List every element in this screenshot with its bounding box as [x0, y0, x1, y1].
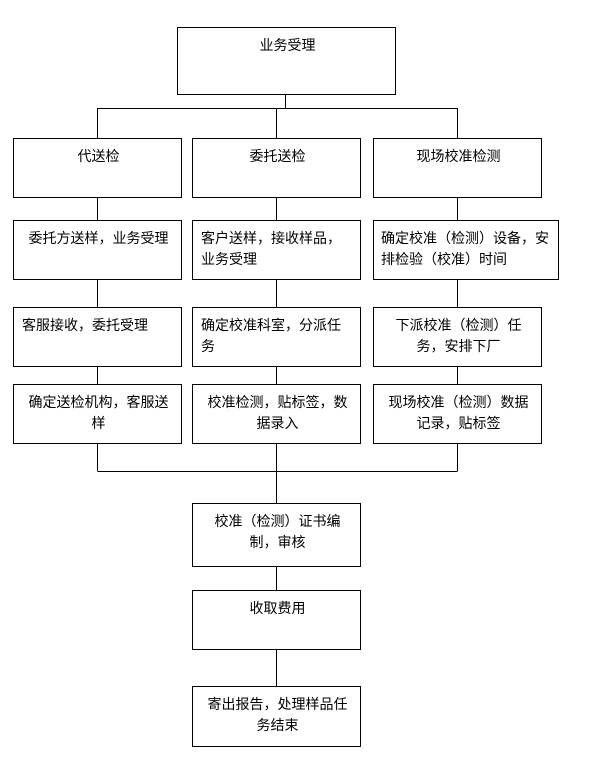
step-entrusted-3: 校准检测，贴标签，数据录入: [192, 384, 361, 444]
business-acceptance-box: 业务受理: [177, 27, 396, 95]
column-header-proxy-inspection: 代送检: [13, 138, 182, 198]
fee-collection-box: 收取费用: [192, 590, 361, 650]
step-entrusted-2: 确定校准科室，分派任务: [192, 307, 361, 367]
step-proxy-2: 客服接收，委托受理: [13, 307, 182, 367]
step-onsite-3: 现场校准（检测）数据记录，贴标签: [373, 384, 542, 444]
step-onsite-2: 下派校准（检测）任务，安排下厂: [373, 307, 542, 367]
column-header-entrusted-inspection: 委托送检: [192, 138, 361, 198]
step-proxy-1: 委托方送样，业务受理: [13, 220, 182, 280]
certificate-compilation-box: 校准（检测）证书编制，审核: [192, 503, 361, 567]
step-onsite-1: 确定校准（检测）设备，安排检验（校准）时间: [373, 220, 559, 280]
step-entrusted-1: 客户送样，接收样品，业务受理: [192, 220, 361, 280]
report-dispatch-box: 寄出报告，处理样品任务结束: [192, 686, 361, 747]
step-proxy-3: 确定送检机构，客服送样: [13, 384, 182, 444]
column-header-onsite-calibration: 现场校准检测: [373, 138, 542, 198]
